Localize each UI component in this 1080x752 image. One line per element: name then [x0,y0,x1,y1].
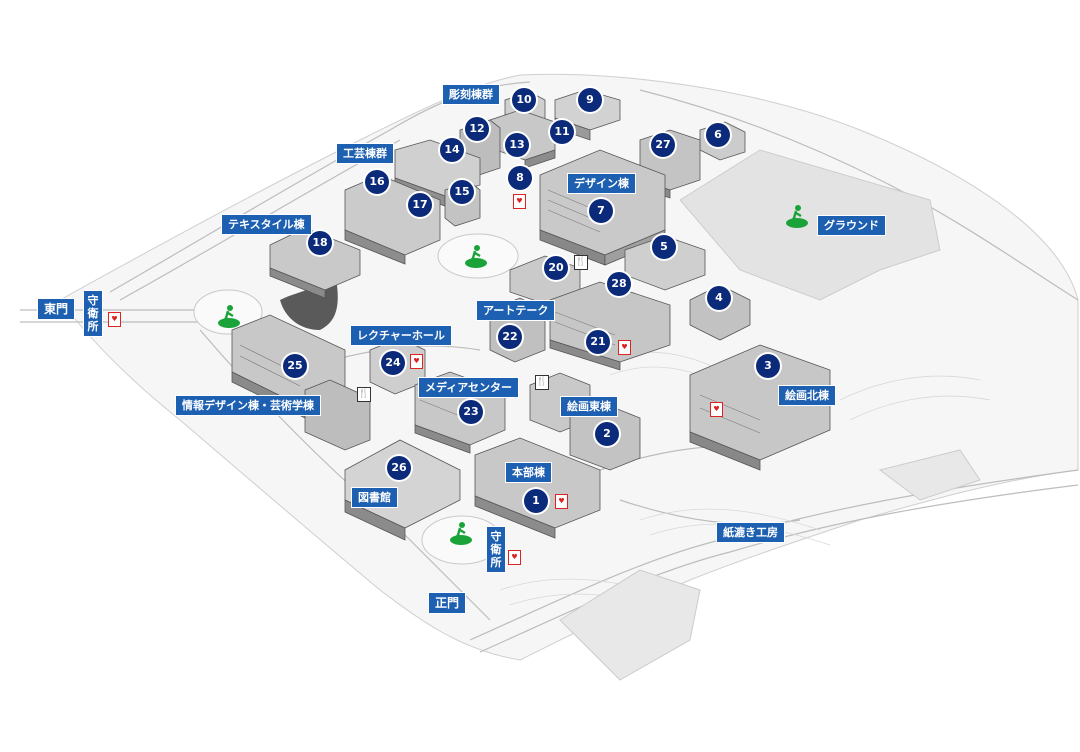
building-marker-12[interactable]: 12 [465,117,489,141]
building-marker-28[interactable]: 28 [607,272,631,296]
evacuation-site-icon [216,303,242,329]
dining-icon: 🍴 [574,255,588,270]
aed-icon: ♥ [710,402,723,417]
label-textile[interactable]: テキスタイル棟 [222,215,311,234]
building-marker-15[interactable]: 15 [450,180,474,204]
building-marker-5[interactable]: 5 [652,235,676,259]
building-marker-16[interactable]: 16 [365,170,389,194]
sports-ground [679,149,941,301]
building-marker-23[interactable]: 23 [459,400,483,424]
label-painting-north[interactable]: 絵画北棟 [779,386,835,405]
building-marker-7[interactable]: 7 [589,199,613,223]
building-marker-11[interactable]: 11 [550,120,574,144]
dining-icon: 🍴 [357,387,371,402]
label-painting-east[interactable]: 絵画東棟 [561,397,617,416]
label-papermaking[interactable]: 紙漉き工房 [717,523,784,542]
south-field [559,569,701,681]
main-guard-post-label[interactable]: 守衛所 [487,527,505,572]
building-marker-25[interactable]: 25 [283,354,307,378]
evacuation-site-icon [784,203,810,229]
label-lecture-hall[interactable]: レクチャーホール [351,326,451,345]
east-guard-post-label[interactable]: 守衛所 [84,291,102,336]
dining-icon: 🍴 [535,375,549,390]
building-marker-20[interactable]: 20 [544,256,568,280]
label-crafts[interactable]: 工芸棟群 [337,144,393,163]
aed-icon: ♥ [108,312,121,327]
east-field [878,449,981,501]
building-marker-13[interactable]: 13 [505,133,529,157]
label-main-building[interactable]: 本部棟 [506,463,551,482]
building-marker-18[interactable]: 18 [308,231,332,255]
label-ground[interactable]: グラウンド [818,216,885,235]
aed-icon: ♥ [508,550,521,565]
building-marker-26[interactable]: 26 [387,456,411,480]
label-media-center[interactable]: メディアセンター [419,378,519,397]
aed-icon: ♥ [555,494,568,509]
label-design[interactable]: デザイン棟 [568,174,635,193]
aed-icon: ♥ [618,340,631,355]
aed-icon: ♥ [410,354,423,369]
building-marker-8[interactable]: 8 [508,166,532,190]
building-marker-1[interactable]: 1 [524,489,548,513]
building-marker-4[interactable]: 4 [707,286,731,310]
label-art-theque[interactable]: アートテーク [477,301,555,320]
label-sculpture[interactable]: 彫刻棟群 [443,85,499,104]
aed-icon: ♥ [513,194,526,209]
building-marker-17[interactable]: 17 [408,193,432,217]
building-marker-21[interactable]: 21 [586,330,610,354]
evacuation-site-icon [463,243,489,269]
building-marker-2[interactable]: 2 [595,422,619,446]
campus-ground [59,73,1079,661]
building-marker-6[interactable]: 6 [706,123,730,147]
building-marker-22[interactable]: 22 [498,325,522,349]
building-marker-24[interactable]: 24 [381,351,405,375]
building-marker-3[interactable]: 3 [756,354,780,378]
building-marker-14[interactable]: 14 [440,138,464,162]
building-marker-27[interactable]: 27 [651,133,675,157]
main-gate-label[interactable]: 正門 [429,593,466,613]
building-marker-9[interactable]: 9 [578,88,602,112]
east-gate-label[interactable]: 東門 [38,299,75,319]
evacuation-site-icon [448,520,474,546]
label-info-design[interactable]: 情報デザイン棟・芸術学棟 [176,396,320,415]
building-marker-10[interactable]: 10 [512,88,536,112]
label-library[interactable]: 図書館 [352,488,397,507]
